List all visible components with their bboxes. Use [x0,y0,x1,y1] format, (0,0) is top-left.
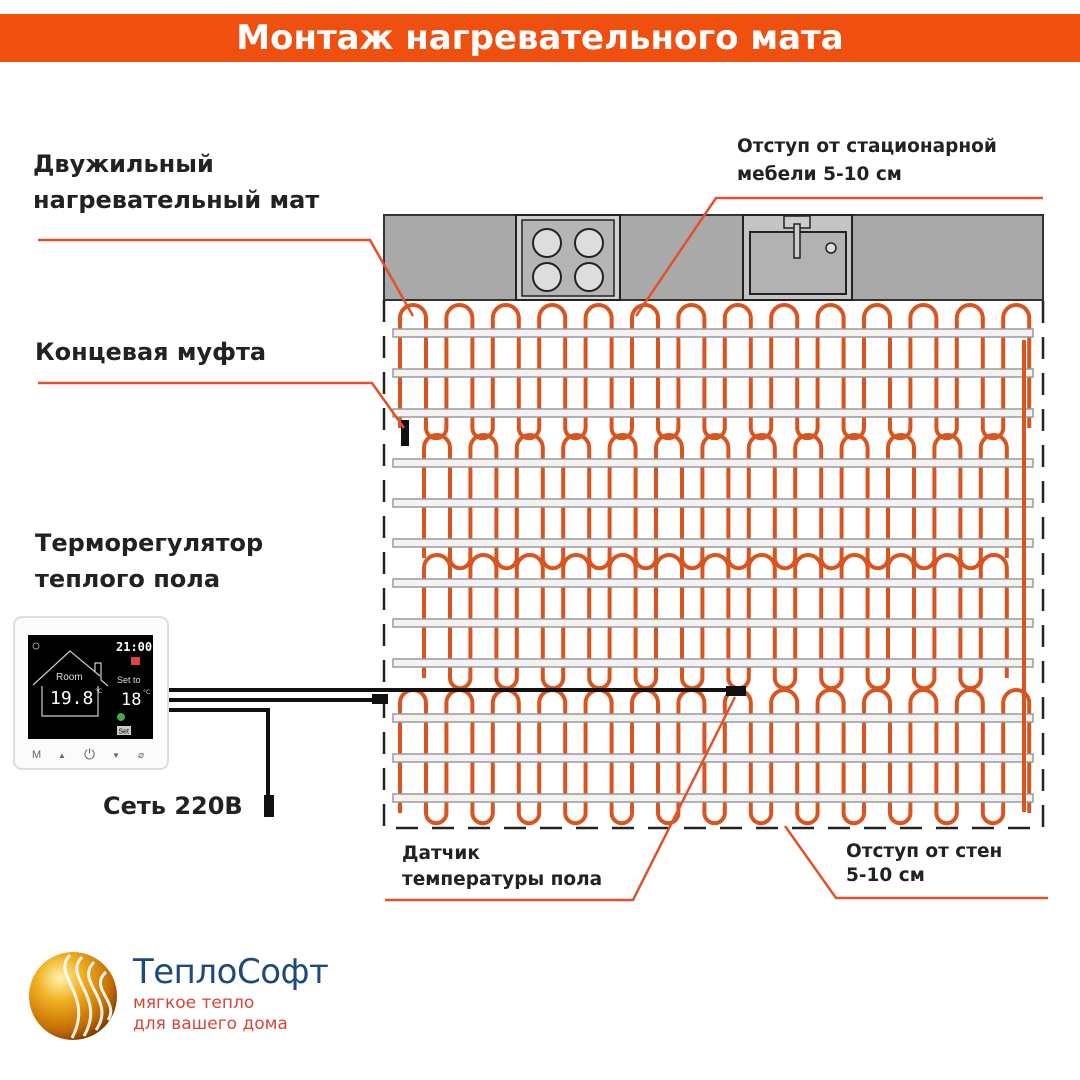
room-unit: °C [95,688,102,695]
mesh-strip [392,793,1034,803]
furniture-offset-line1: Отступ от стационарной [737,136,997,157]
house-icon [32,650,109,687]
leader-lines [38,196,1048,902]
eco-icon [117,713,125,721]
mesh-strip [392,713,1034,723]
tagline-line2: для вашего дома [133,1014,288,1034]
mesh-strip [392,328,1034,338]
wifi-icon [32,642,40,650]
up-button[interactable]: ▲ [58,751,66,760]
mains-plug [264,795,274,817]
home-mode-icon [131,657,140,665]
heating-cable-section [422,553,1009,691]
thermostat-label-line2: теплого пола [35,565,221,593]
logo-mark [29,952,117,1040]
room-temp: 19.8 [50,688,93,709]
mesh-strip [392,408,1034,418]
clock: 21:00 [116,640,152,654]
furniture-offset-label: Отступ от стационарной мебели 5-10 см [737,133,997,189]
heating-cable-section [422,433,1009,571]
mode-button[interactable]: M [32,749,41,761]
set-unit: °C [143,689,150,696]
mesh-strip [392,658,1034,668]
end-coupling-label: Концевая муфта [35,338,267,366]
mesh-strip [392,753,1034,763]
thermostat-cables [168,688,740,800]
furniture-offset-line2: мебели 5-10 см [737,164,902,185]
mesh-strip [392,538,1034,548]
mesh-strip [392,368,1034,378]
thermostat[interactable]: 21:00 Room 19.8 °C Set to 18 °C Set M ▲ … [13,616,169,770]
wall-offset-line2: 5-10 см [846,865,925,886]
mat-label-line1: Двужильный [33,150,214,178]
heating-cable-section [398,303,1032,441]
mat-label-line2: нагревательный мат [33,186,320,214]
thermostat-label: Терморегулятор теплого пола [35,525,263,597]
set-temp: 18 [121,690,141,710]
mat-label: Двужильный нагревательный мат [33,146,319,218]
mesh-strip [392,498,1034,508]
power-button[interactable]: ⏻ [84,746,95,762]
mesh-strip [392,578,1034,588]
end-coupling [401,420,409,446]
thermostat-label-line1: Терморегулятор [35,529,264,557]
mains-label: Сеть 220В [103,792,243,820]
page-title: Монтаж нагревательного мата [0,14,1080,62]
mesh-strip [392,458,1034,468]
wall-offset-boundary [382,300,1045,830]
sensor-label: Датчик температуры пола [402,841,602,893]
set-label: Set to [117,675,141,685]
sensor-label-line2: температуры пола [402,869,603,890]
wall-offset-line1: Отступ от стен [846,841,1003,862]
kitchen-counter [383,214,1044,301]
down-button[interactable]: ▼ [112,751,120,760]
set-button[interactable]: Set [119,729,130,736]
room-label: Room [56,672,83,683]
cable-coupling [372,694,388,704]
brand-name: ТеплоСофт [133,952,329,992]
wall-offset-label: Отступ от стен 5-10 см [846,840,1002,888]
leaf-button[interactable]: ⌀ [138,750,144,761]
mesh-strip [392,618,1034,628]
sensor-label-line1: Датчик [402,843,480,864]
tagline-line1: мягкое тепло [133,993,255,1013]
floor-sensor-tip [726,686,746,696]
heating-mat [392,303,1034,826]
